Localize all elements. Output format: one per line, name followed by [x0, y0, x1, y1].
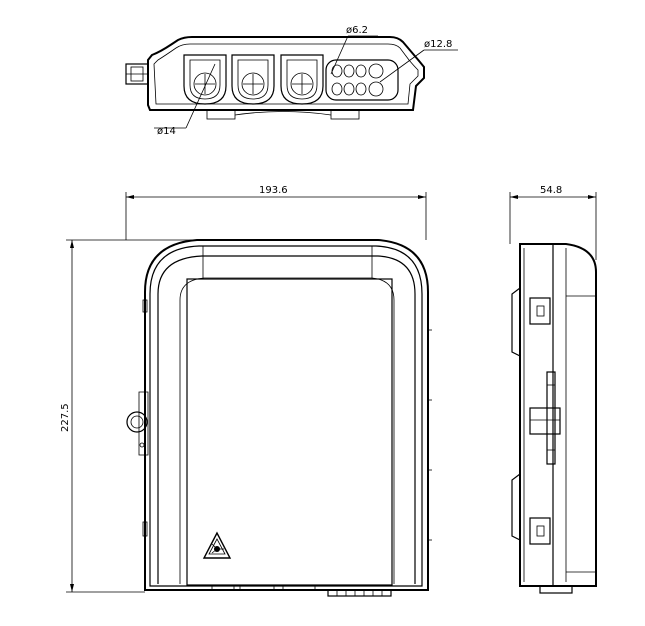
laser-warning-icon: [202, 531, 232, 559]
height-dimension-label: 227.5: [60, 403, 71, 432]
port-2: [231, 54, 275, 105]
top-view: ø14 ø6.2 ø12.8: [125, 25, 458, 137]
bottom-port-stubs: [327, 589, 392, 597]
port-3: [280, 54, 324, 105]
port-1: [183, 54, 227, 105]
small-hole-diameter-label: ø6.2: [346, 25, 368, 36]
small-holes-cluster: [325, 59, 399, 101]
side-view: 54.8: [509, 185, 597, 594]
front-view: 193.6 227.5: [60, 185, 432, 597]
width-dimension-label: 193.6: [259, 185, 288, 196]
depth-dimension-label: 54.8: [540, 185, 562, 196]
port-diameter-label: ø14: [157, 126, 176, 137]
front-latch: [126, 391, 149, 456]
large-hole-diameter-label: ø12.8: [424, 39, 452, 50]
